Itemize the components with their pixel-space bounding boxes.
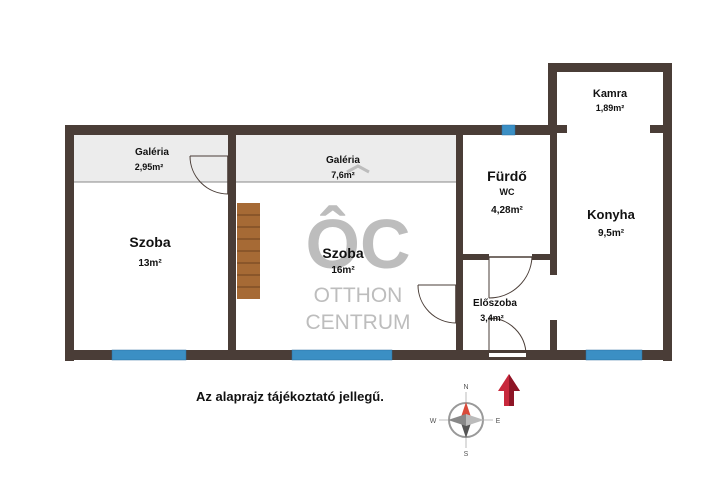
window-left-room xyxy=(111,349,187,361)
room-furdo-name: Fürdő xyxy=(487,168,527,184)
room-kamra-area: 1,89m² xyxy=(596,103,625,113)
watermark-line1: OTTHON xyxy=(314,284,403,307)
watermark-roof-icon xyxy=(346,164,370,174)
compass-icon: N S E W xyxy=(430,384,501,458)
window-kitchen xyxy=(585,349,643,361)
watermark: ÔC OTTHON CENTRUM xyxy=(306,164,411,334)
door-bathroom xyxy=(488,256,533,299)
door-gallery xyxy=(189,155,229,195)
window-mid-room xyxy=(291,349,393,361)
watermark-logo-letters: ÔC xyxy=(306,204,411,283)
room-eloszoba-name: Előszoba xyxy=(473,298,517,309)
room-szoba-left-area: 13m² xyxy=(138,258,162,269)
room-galeria-mid-area: 7,6m² xyxy=(331,170,355,180)
room-konyha-area: 9,5m² xyxy=(598,228,625,239)
compass-s: S xyxy=(464,451,469,458)
room-szoba-mid-name: Szoba xyxy=(322,245,363,261)
room-eloszoba-area: 3,4m² xyxy=(480,313,504,323)
room-konyha-name: Konyha xyxy=(587,207,635,222)
stairs xyxy=(237,203,260,299)
door-entrance xyxy=(488,317,527,357)
windows xyxy=(111,124,643,361)
room-galeria-left-name: Galéria xyxy=(135,147,169,158)
gallery-mid-area xyxy=(236,135,456,182)
room-szoba-mid-area: 16m² xyxy=(331,265,355,276)
room-kamra-name: Kamra xyxy=(593,88,628,100)
room-galeria-mid-name: Galéria xyxy=(326,155,360,166)
doors xyxy=(189,155,533,357)
disclaimer-note: Az alaprajz tájékoztató jellegű. xyxy=(196,389,384,404)
watermark-line2: CENTRUM xyxy=(306,311,411,334)
room-galeria-left-area: 2,95m² xyxy=(135,162,164,172)
room-szoba-left-name: Szoba xyxy=(129,234,170,250)
door-mid-room xyxy=(417,284,457,324)
room-labels: Galéria 2,95m² Galéria 7,6m² Szoba 13m² … xyxy=(129,88,635,323)
compass-n: N xyxy=(463,384,468,391)
room-furdo-sub: WC xyxy=(500,187,515,197)
compass-w: W xyxy=(430,418,437,425)
compass-e: E xyxy=(496,418,501,425)
gallery-left-area xyxy=(73,135,232,182)
entrance-arrow-icon xyxy=(498,374,520,406)
room-furdo-area: 4,28m² xyxy=(491,205,523,216)
window-bathroom xyxy=(501,124,516,136)
